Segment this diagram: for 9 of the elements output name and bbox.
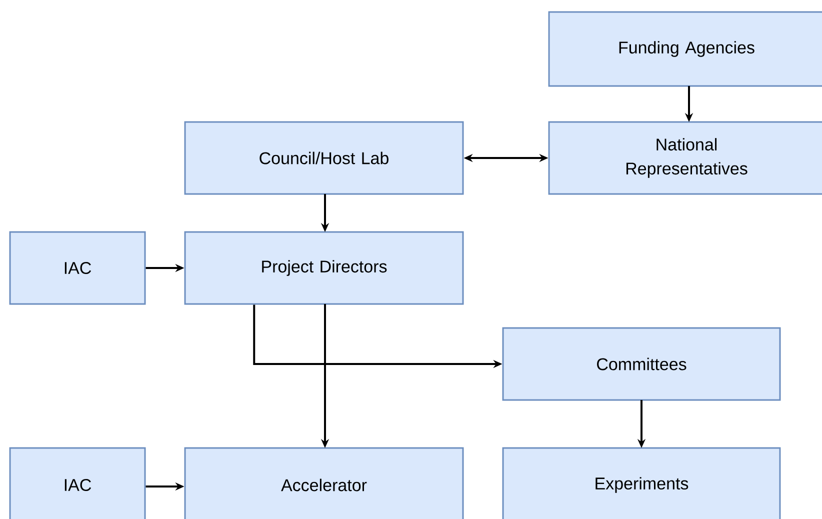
process-box: Council/Host Lab xyxy=(184,121,464,195)
process-box: IAC xyxy=(9,447,146,519)
process-box: Committees xyxy=(502,327,781,401)
process-box: Experiments xyxy=(502,447,781,519)
process-box: Funding Agencies xyxy=(548,11,822,87)
process-box: IAC xyxy=(9,231,146,305)
process-box: Project Directors xyxy=(184,231,464,305)
process-box: National Representatives xyxy=(548,121,822,195)
process-box: Accelerator xyxy=(184,447,464,519)
